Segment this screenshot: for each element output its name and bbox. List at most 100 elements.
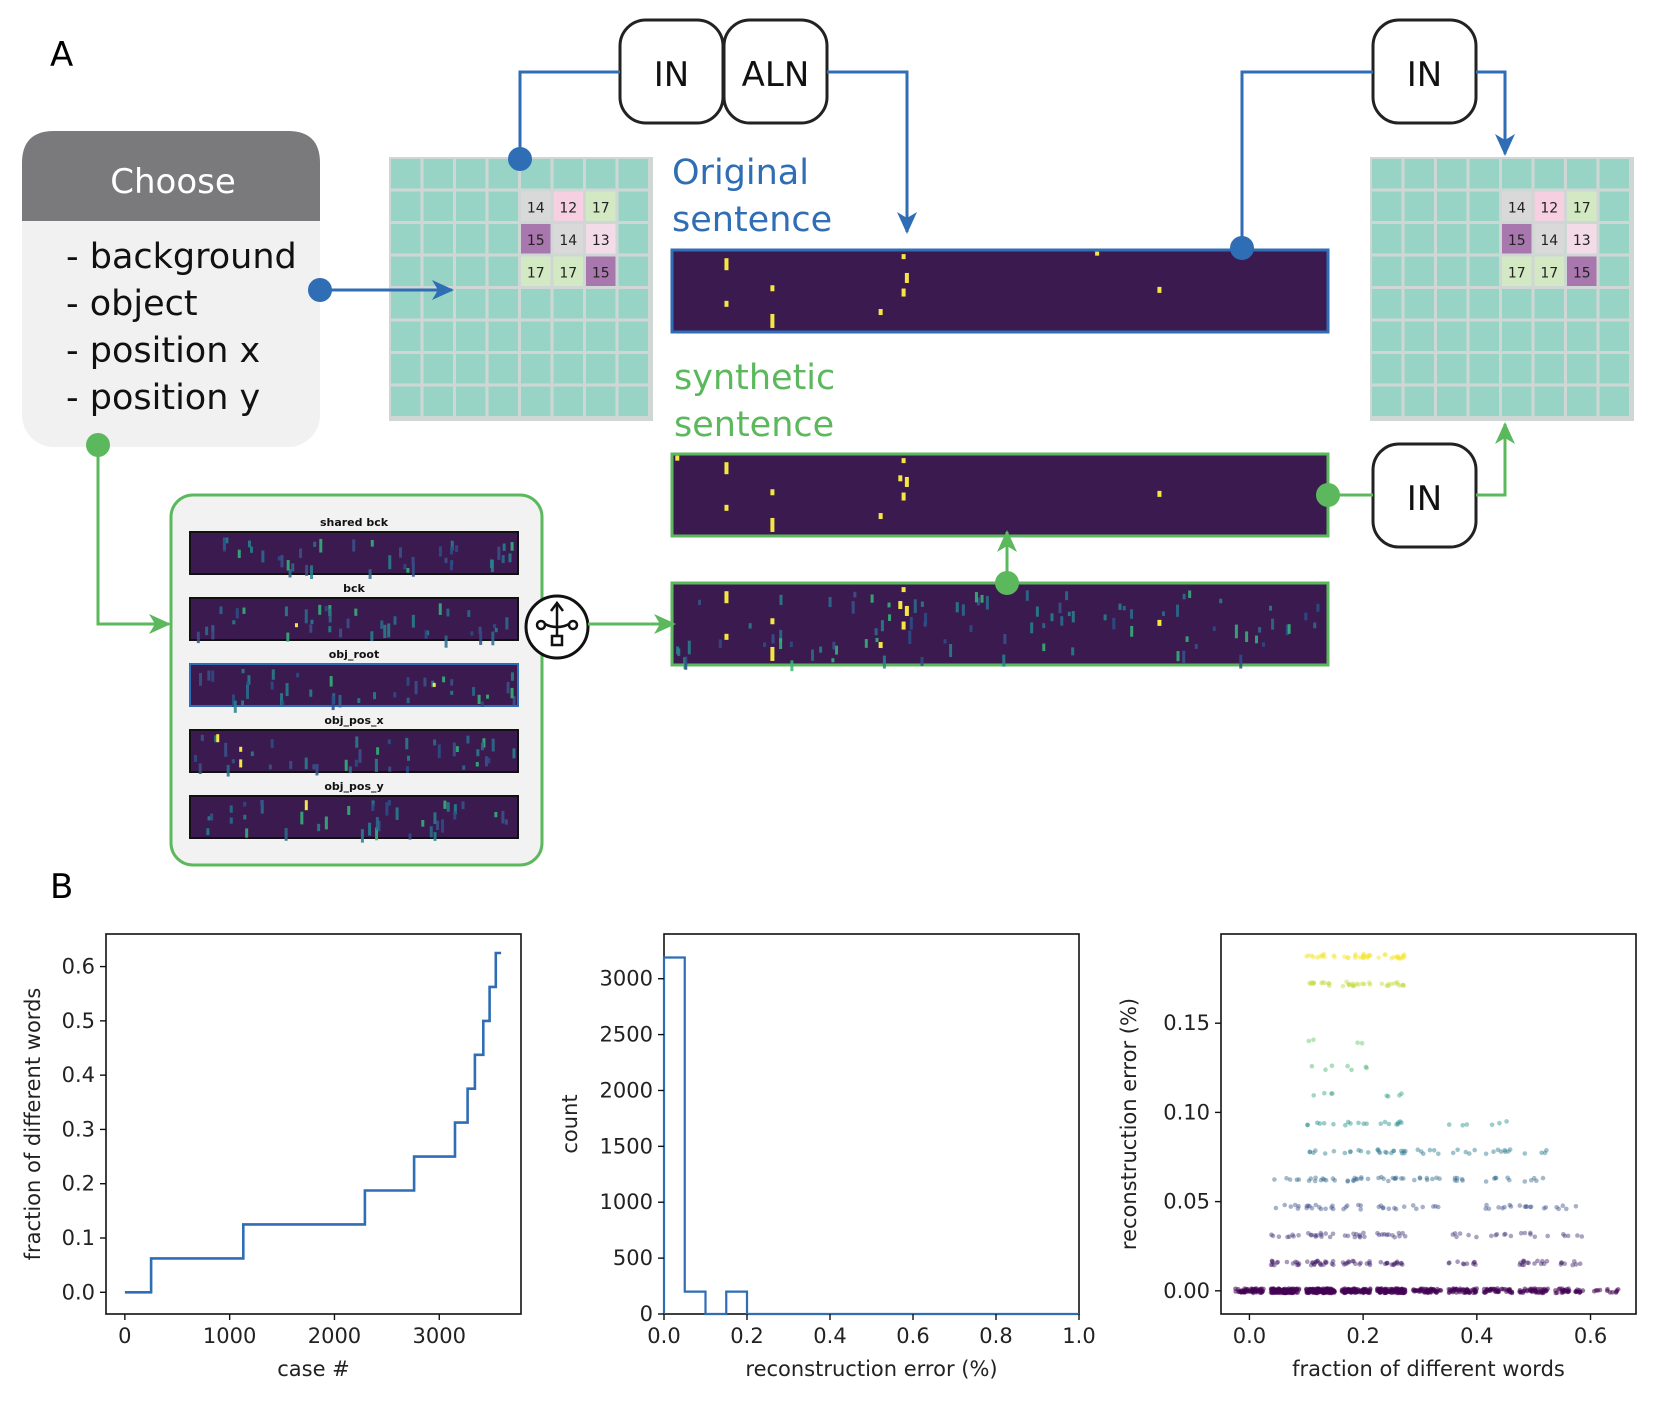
scatter-point xyxy=(1236,1289,1242,1294)
strip-noise-mark xyxy=(1067,611,1071,617)
strip-noise-mark xyxy=(480,701,484,707)
scatter-point xyxy=(1351,1231,1356,1237)
scatter-point xyxy=(1402,1234,1408,1239)
scatter-point xyxy=(1379,1174,1384,1180)
histogram-step xyxy=(662,956,1079,1316)
stack-strip xyxy=(189,531,519,579)
y-tick-label: 2500 xyxy=(600,1023,653,1047)
scatter-point xyxy=(1365,1176,1371,1182)
scatter-point xyxy=(1399,1176,1404,1181)
strip-noise-mark xyxy=(260,800,264,814)
strip-noise-mark xyxy=(851,601,855,614)
scatter-point xyxy=(1313,1148,1318,1153)
connector-dot-original xyxy=(1230,236,1254,260)
scatter-point xyxy=(1431,1204,1436,1209)
strip-noise-mark xyxy=(831,658,835,663)
scatter-point xyxy=(1597,1287,1603,1293)
scatter-point xyxy=(1561,1232,1566,1237)
grid-cell-label: 12 xyxy=(559,201,577,217)
scatter-point xyxy=(1386,983,1391,989)
scatter-point xyxy=(1254,1286,1259,1291)
y-tick-label: 3000 xyxy=(600,967,653,991)
strip-noise-mark xyxy=(261,550,265,563)
grid-cell xyxy=(488,321,518,351)
strip-noise-mark xyxy=(1245,631,1249,643)
scatter-point xyxy=(1367,982,1373,987)
scatter-point xyxy=(1315,1258,1320,1264)
scatter-point xyxy=(1362,1234,1367,1240)
scatter-point xyxy=(1331,953,1337,958)
scatter-point xyxy=(1417,1176,1423,1181)
grid-cell-value xyxy=(553,224,583,254)
scatter-point xyxy=(1382,1232,1387,1237)
strip-noise-mark xyxy=(211,627,215,640)
strip-noise-mark xyxy=(242,607,246,614)
scatter-point xyxy=(1365,1150,1371,1155)
scatter-point xyxy=(1540,1175,1546,1181)
strip-token-mark xyxy=(770,313,775,328)
grid-cell-value xyxy=(1502,256,1532,286)
x-tick-label: 0.4 xyxy=(1460,1324,1493,1348)
strip-noise-mark xyxy=(943,639,947,644)
strip-noise-mark xyxy=(491,631,495,646)
strip-background xyxy=(670,248,1330,334)
grid-cell xyxy=(1404,191,1434,221)
scatter-point xyxy=(1518,1230,1524,1236)
scatter-point xyxy=(1319,980,1324,986)
scatter-point xyxy=(1344,1289,1349,1294)
grid-cell xyxy=(1404,386,1434,416)
scatter-point xyxy=(1464,1261,1470,1266)
strip-token-mark xyxy=(901,288,906,297)
scatter-point xyxy=(1360,955,1366,961)
grid-cell xyxy=(1502,159,1532,189)
scatter-point xyxy=(1554,1205,1559,1210)
strip-token-mark xyxy=(724,300,729,307)
strip-noise-mark xyxy=(210,813,214,821)
scatter-point xyxy=(1446,1261,1452,1266)
scatter-point xyxy=(1259,1286,1264,1291)
scatter-point xyxy=(1526,1260,1531,1266)
x-axis-label: fraction of different words xyxy=(1292,1357,1565,1381)
strip-noise-mark xyxy=(374,758,378,772)
grid-cell xyxy=(391,224,421,254)
strip-noise-mark xyxy=(406,697,410,704)
grid-cell-value xyxy=(1567,256,1597,286)
strip-noise-mark xyxy=(250,751,254,757)
scatter-point xyxy=(1361,1121,1366,1126)
strip-noise-mark xyxy=(317,823,321,832)
scatter-point xyxy=(1292,1202,1298,1208)
scatter-point xyxy=(1344,979,1349,985)
strip-noise-mark xyxy=(231,759,235,764)
scatter-point xyxy=(1304,1205,1309,1211)
strip-noise-mark xyxy=(1212,626,1216,631)
strip-noise-mark xyxy=(229,817,233,824)
scatter-point xyxy=(1421,1151,1426,1156)
strip-token-mark xyxy=(724,258,729,271)
scatter-point xyxy=(1367,953,1373,958)
scatter-point xyxy=(1399,1120,1404,1125)
scatter-point xyxy=(1296,1203,1301,1209)
scatter-point xyxy=(1418,1286,1423,1292)
strip-noise-mark xyxy=(969,625,973,633)
scatter-point xyxy=(1340,1289,1345,1294)
scatter-point xyxy=(1422,1290,1427,1295)
scatter-point xyxy=(1323,1231,1328,1236)
grid-cell xyxy=(553,289,583,319)
scatter-point xyxy=(1528,1204,1534,1210)
grid-cell xyxy=(1437,321,1467,351)
grid-cell xyxy=(553,386,583,416)
scatter-point xyxy=(1350,983,1355,988)
scatter-point xyxy=(1309,1064,1315,1069)
scatter-point xyxy=(1276,1234,1282,1239)
scatter-point xyxy=(1363,1064,1369,1070)
scatter-point xyxy=(1346,955,1351,960)
strip-noise-mark xyxy=(501,810,505,824)
scatter-point xyxy=(1350,1289,1356,1295)
strip-noise-mark xyxy=(233,700,237,713)
choose-box: Choose - background - object - position … xyxy=(22,131,320,447)
scatter-point xyxy=(1310,1260,1315,1266)
stack-title: obj_root xyxy=(329,648,380,661)
strip-noise-mark xyxy=(270,739,274,749)
strip-noise-mark xyxy=(1071,647,1075,656)
scatter-point xyxy=(1496,1205,1501,1210)
